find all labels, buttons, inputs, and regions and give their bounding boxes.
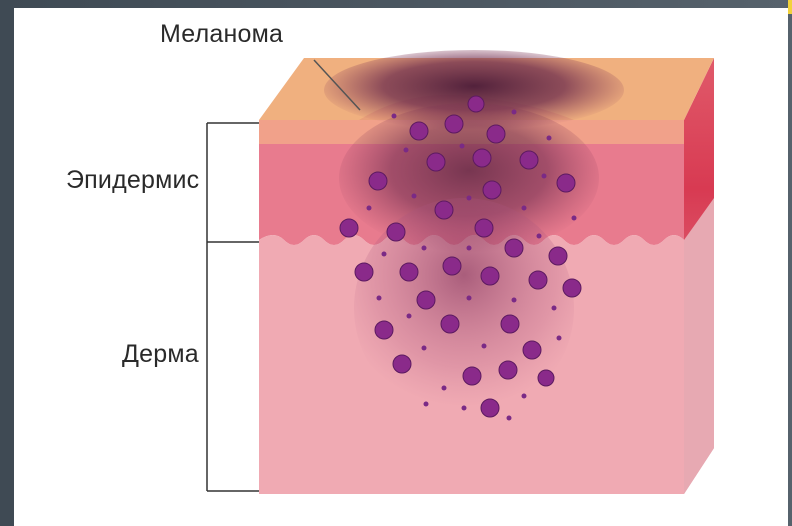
pigment-granule [522, 394, 527, 399]
pigment-granule [522, 206, 527, 211]
melanoma-cell [549, 247, 567, 265]
pigment-granule [460, 144, 465, 149]
melanoma-cell [435, 201, 453, 219]
pigment-granule [442, 386, 447, 391]
melanoma-cell [468, 96, 484, 112]
melanoma-cell [355, 263, 373, 281]
melanoma-cell [445, 115, 463, 133]
block-side-lower [684, 198, 714, 494]
melanoma-cell [529, 271, 547, 289]
dermis-label: Дерма [122, 340, 199, 369]
pigment-granule [422, 246, 427, 251]
epidermis-label: Эпидермис [66, 166, 199, 195]
pigment-granule [404, 148, 409, 153]
pigment-granule [512, 298, 517, 303]
melanoma-cell [505, 239, 523, 257]
pigment-granule [382, 252, 387, 257]
pigment-granule [547, 136, 552, 141]
pigment-granule [482, 344, 487, 349]
melanoma-cell [417, 291, 435, 309]
melanoma-cell [475, 219, 493, 237]
pigment-granule [422, 346, 427, 351]
pigment-granule [367, 206, 372, 211]
skin-cross-section-diagram [14, 8, 788, 526]
melanoma-cell [463, 367, 481, 385]
melanoma-cell [483, 181, 501, 199]
melanoma-cell [375, 321, 393, 339]
melanoma-cell [499, 361, 517, 379]
melanoma-cell [563, 279, 581, 297]
pigment-granule [467, 246, 472, 251]
pigment-granule [572, 216, 577, 221]
melanoma-cell [523, 341, 541, 359]
melanoma-cell [387, 223, 405, 241]
melanoma-cell [538, 370, 554, 386]
melanoma-cell [427, 153, 445, 171]
pigment-granule [507, 416, 512, 421]
melanoma-cell [400, 263, 418, 281]
melanoma-cell [393, 355, 411, 373]
melanoma-cell [487, 125, 505, 143]
melanoma-cell [441, 315, 459, 333]
melanoma-cell [369, 172, 387, 190]
pigment-granule [512, 110, 517, 115]
pigment-granule [462, 406, 467, 411]
melanoma-cell [340, 219, 358, 237]
pigment-granule [552, 306, 557, 311]
pigment-granule [467, 296, 472, 301]
melanoma-cell [481, 267, 499, 285]
pigment-granule [467, 196, 472, 201]
melanoma-label: Меланома [160, 20, 283, 49]
pigment-granule [537, 234, 542, 239]
pigment-granule [542, 174, 547, 179]
melanoma-cell [410, 122, 428, 140]
pigment-granule [424, 402, 429, 407]
layer-bracket [207, 123, 259, 491]
melanoma-cell [443, 257, 461, 275]
melanoma-cell [520, 151, 538, 169]
pigment-granule [377, 296, 382, 301]
pigment-granule [392, 114, 397, 119]
pigment-granule [412, 194, 417, 199]
pigment-granule [557, 336, 562, 341]
accent-line [788, 0, 792, 14]
melanoma-cell [473, 149, 491, 167]
melanoma-cell [501, 315, 519, 333]
melanoma-cell [557, 174, 575, 192]
melanoma-cell [481, 399, 499, 417]
pigment-granule [407, 314, 412, 319]
